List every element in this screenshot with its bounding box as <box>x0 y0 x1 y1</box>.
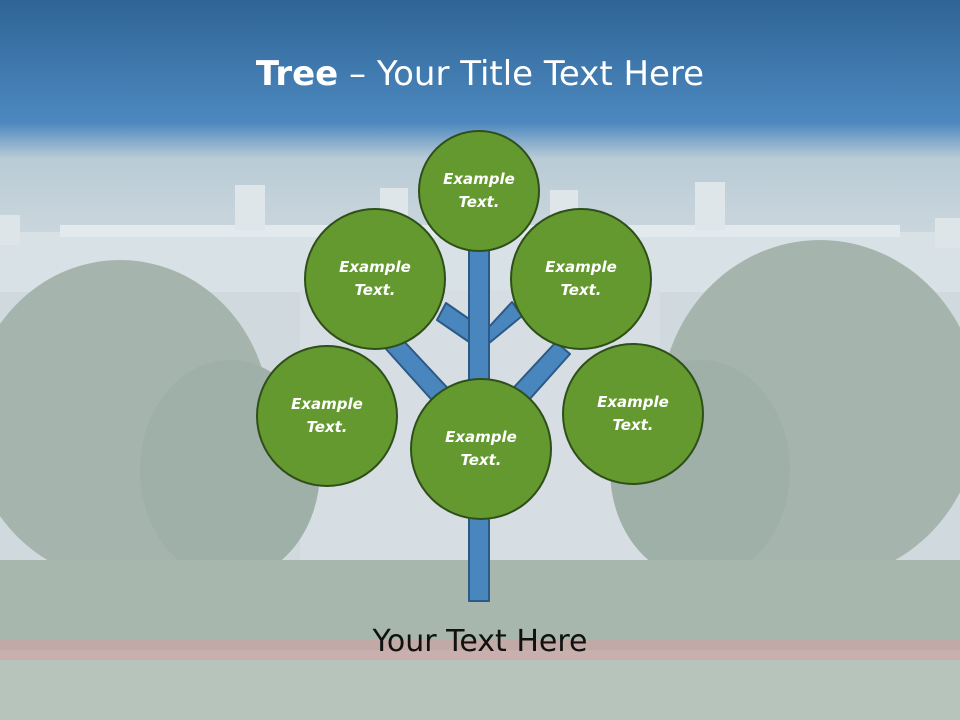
leaf-circle-center: Example Text. <box>410 378 552 520</box>
bottom-caption: Your Text Here <box>372 624 588 659</box>
slide-title: Tree – Your Title Text Here <box>0 52 960 96</box>
title-bold: Tree <box>255 54 339 94</box>
leaf-circle-mid-left: Example Text. <box>256 345 398 487</box>
leaf-circle-upper-right: Example Text. <box>510 208 652 350</box>
leaf-circle-top: Example Text. <box>418 130 540 252</box>
title-rest: – Your Title Text Here <box>338 54 705 94</box>
leaf-circle-upper-left: Example Text. <box>304 208 446 350</box>
leaf-circle-mid-right: Example Text. <box>562 343 704 485</box>
